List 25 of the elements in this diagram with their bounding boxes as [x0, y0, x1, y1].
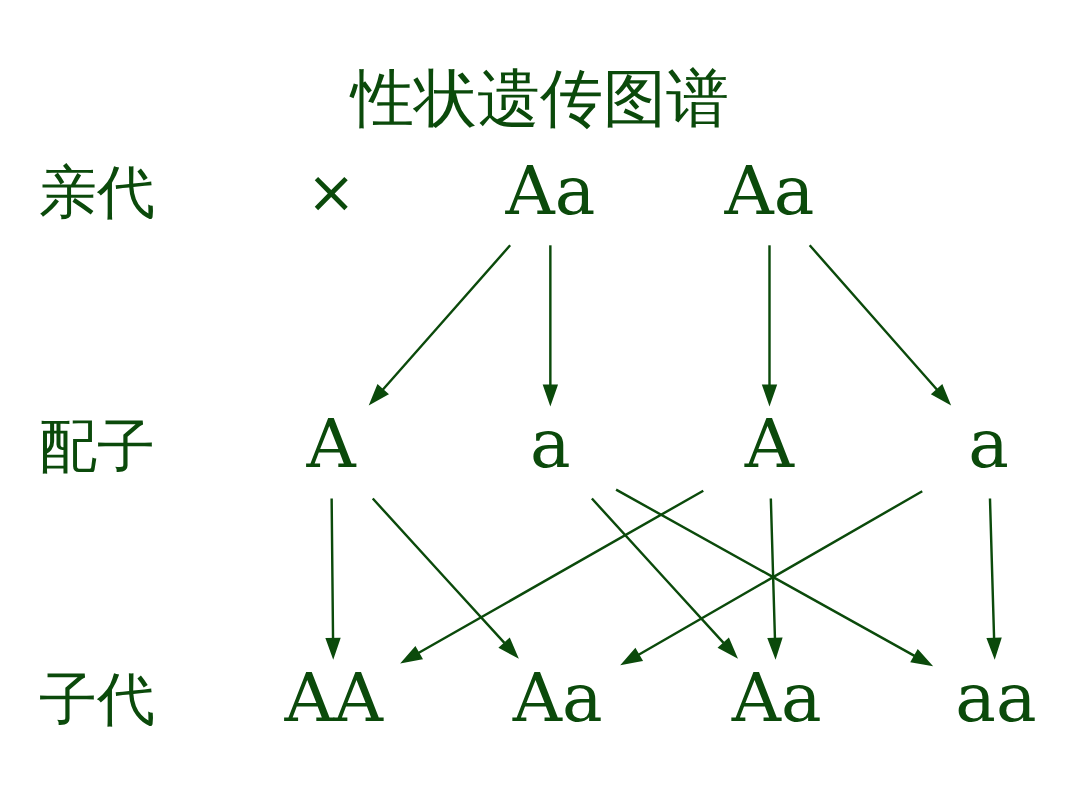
node-text: A — [744, 403, 795, 483]
node-text: AA — [284, 657, 383, 737]
arrow — [986, 498, 1002, 660]
node-text: Aa — [512, 657, 603, 737]
node-text: a — [530, 403, 571, 483]
label: 亲代 — [39, 157, 156, 226]
label: 配子 — [39, 411, 156, 480]
node-text: Aa — [731, 657, 822, 737]
arrow — [808, 244, 952, 406]
diagram-title: 性状遗传图谱 — [351, 60, 729, 135]
node-text: Aa — [724, 150, 815, 230]
label: 子代 — [39, 664, 156, 733]
arrow — [368, 244, 512, 406]
arrow — [767, 498, 783, 660]
node-text: Aa — [505, 150, 596, 230]
node-text: a — [968, 403, 1009, 483]
node-text: A — [306, 403, 356, 483]
label: × — [306, 157, 356, 226]
arrow — [591, 497, 738, 659]
arrow — [325, 498, 341, 660]
arrow — [400, 489, 704, 663]
node-text: aa — [955, 657, 1037, 737]
arrow — [542, 244, 559, 407]
arrow — [761, 244, 778, 407]
arrow — [371, 497, 519, 659]
